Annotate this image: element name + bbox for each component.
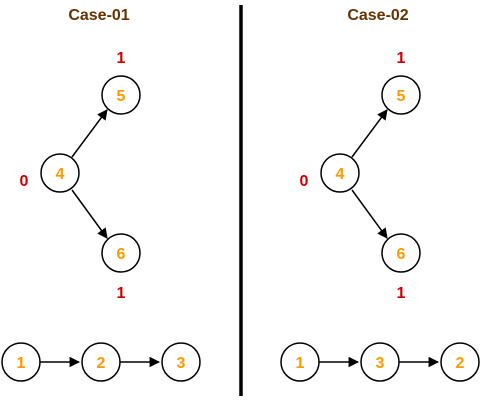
node-weight: 1: [397, 50, 406, 67]
edge-4-to-6: [351, 189, 388, 239]
node-label: 3: [177, 355, 186, 372]
chain-node: 3: [360, 342, 400, 382]
node-root: 4: [320, 153, 360, 193]
node-label: 2: [456, 355, 465, 372]
edge-4-to-5: [351, 109, 388, 158]
node-bottom-child: 6: [101, 233, 141, 273]
node-label: 5: [117, 88, 126, 105]
node-label: 5: [397, 88, 406, 105]
node-weight: 0: [300, 173, 309, 190]
chain-node: 2: [81, 342, 121, 382]
node-label: 6: [397, 246, 406, 263]
node-label: 4: [336, 166, 345, 183]
chain-node: 1: [1, 342, 41, 382]
chain-node: 3: [161, 342, 201, 382]
node-weight: 1: [117, 50, 126, 67]
node-label: 3: [376, 355, 385, 372]
node-bottom-child: 6: [381, 233, 421, 273]
panel-case-02: Case-02 4 0 5 1 6 1: [280, 7, 480, 382]
node-weight: 0: [20, 173, 29, 190]
node-root: 4: [40, 153, 80, 193]
node-label: 2: [97, 355, 106, 372]
node-label: 4: [56, 166, 65, 183]
node-label: 1: [296, 355, 305, 372]
panel-case-01: Case-01 4 0 5 1 6 1: [1, 7, 201, 382]
node-weight: 1: [397, 285, 406, 302]
chain-node: 1: [280, 342, 320, 382]
edge-4-to-5: [71, 109, 108, 158]
node-top-child: 5: [101, 75, 141, 115]
node-top-child: 5: [381, 75, 421, 115]
node-label: 1: [17, 355, 26, 372]
node-weight: 1: [117, 285, 126, 302]
edge-4-to-6: [71, 189, 108, 239]
panel-title: Case-01: [68, 7, 129, 24]
panel-title: Case-02: [347, 7, 408, 24]
node-label: 6: [117, 246, 126, 263]
chain-node: 2: [440, 342, 480, 382]
